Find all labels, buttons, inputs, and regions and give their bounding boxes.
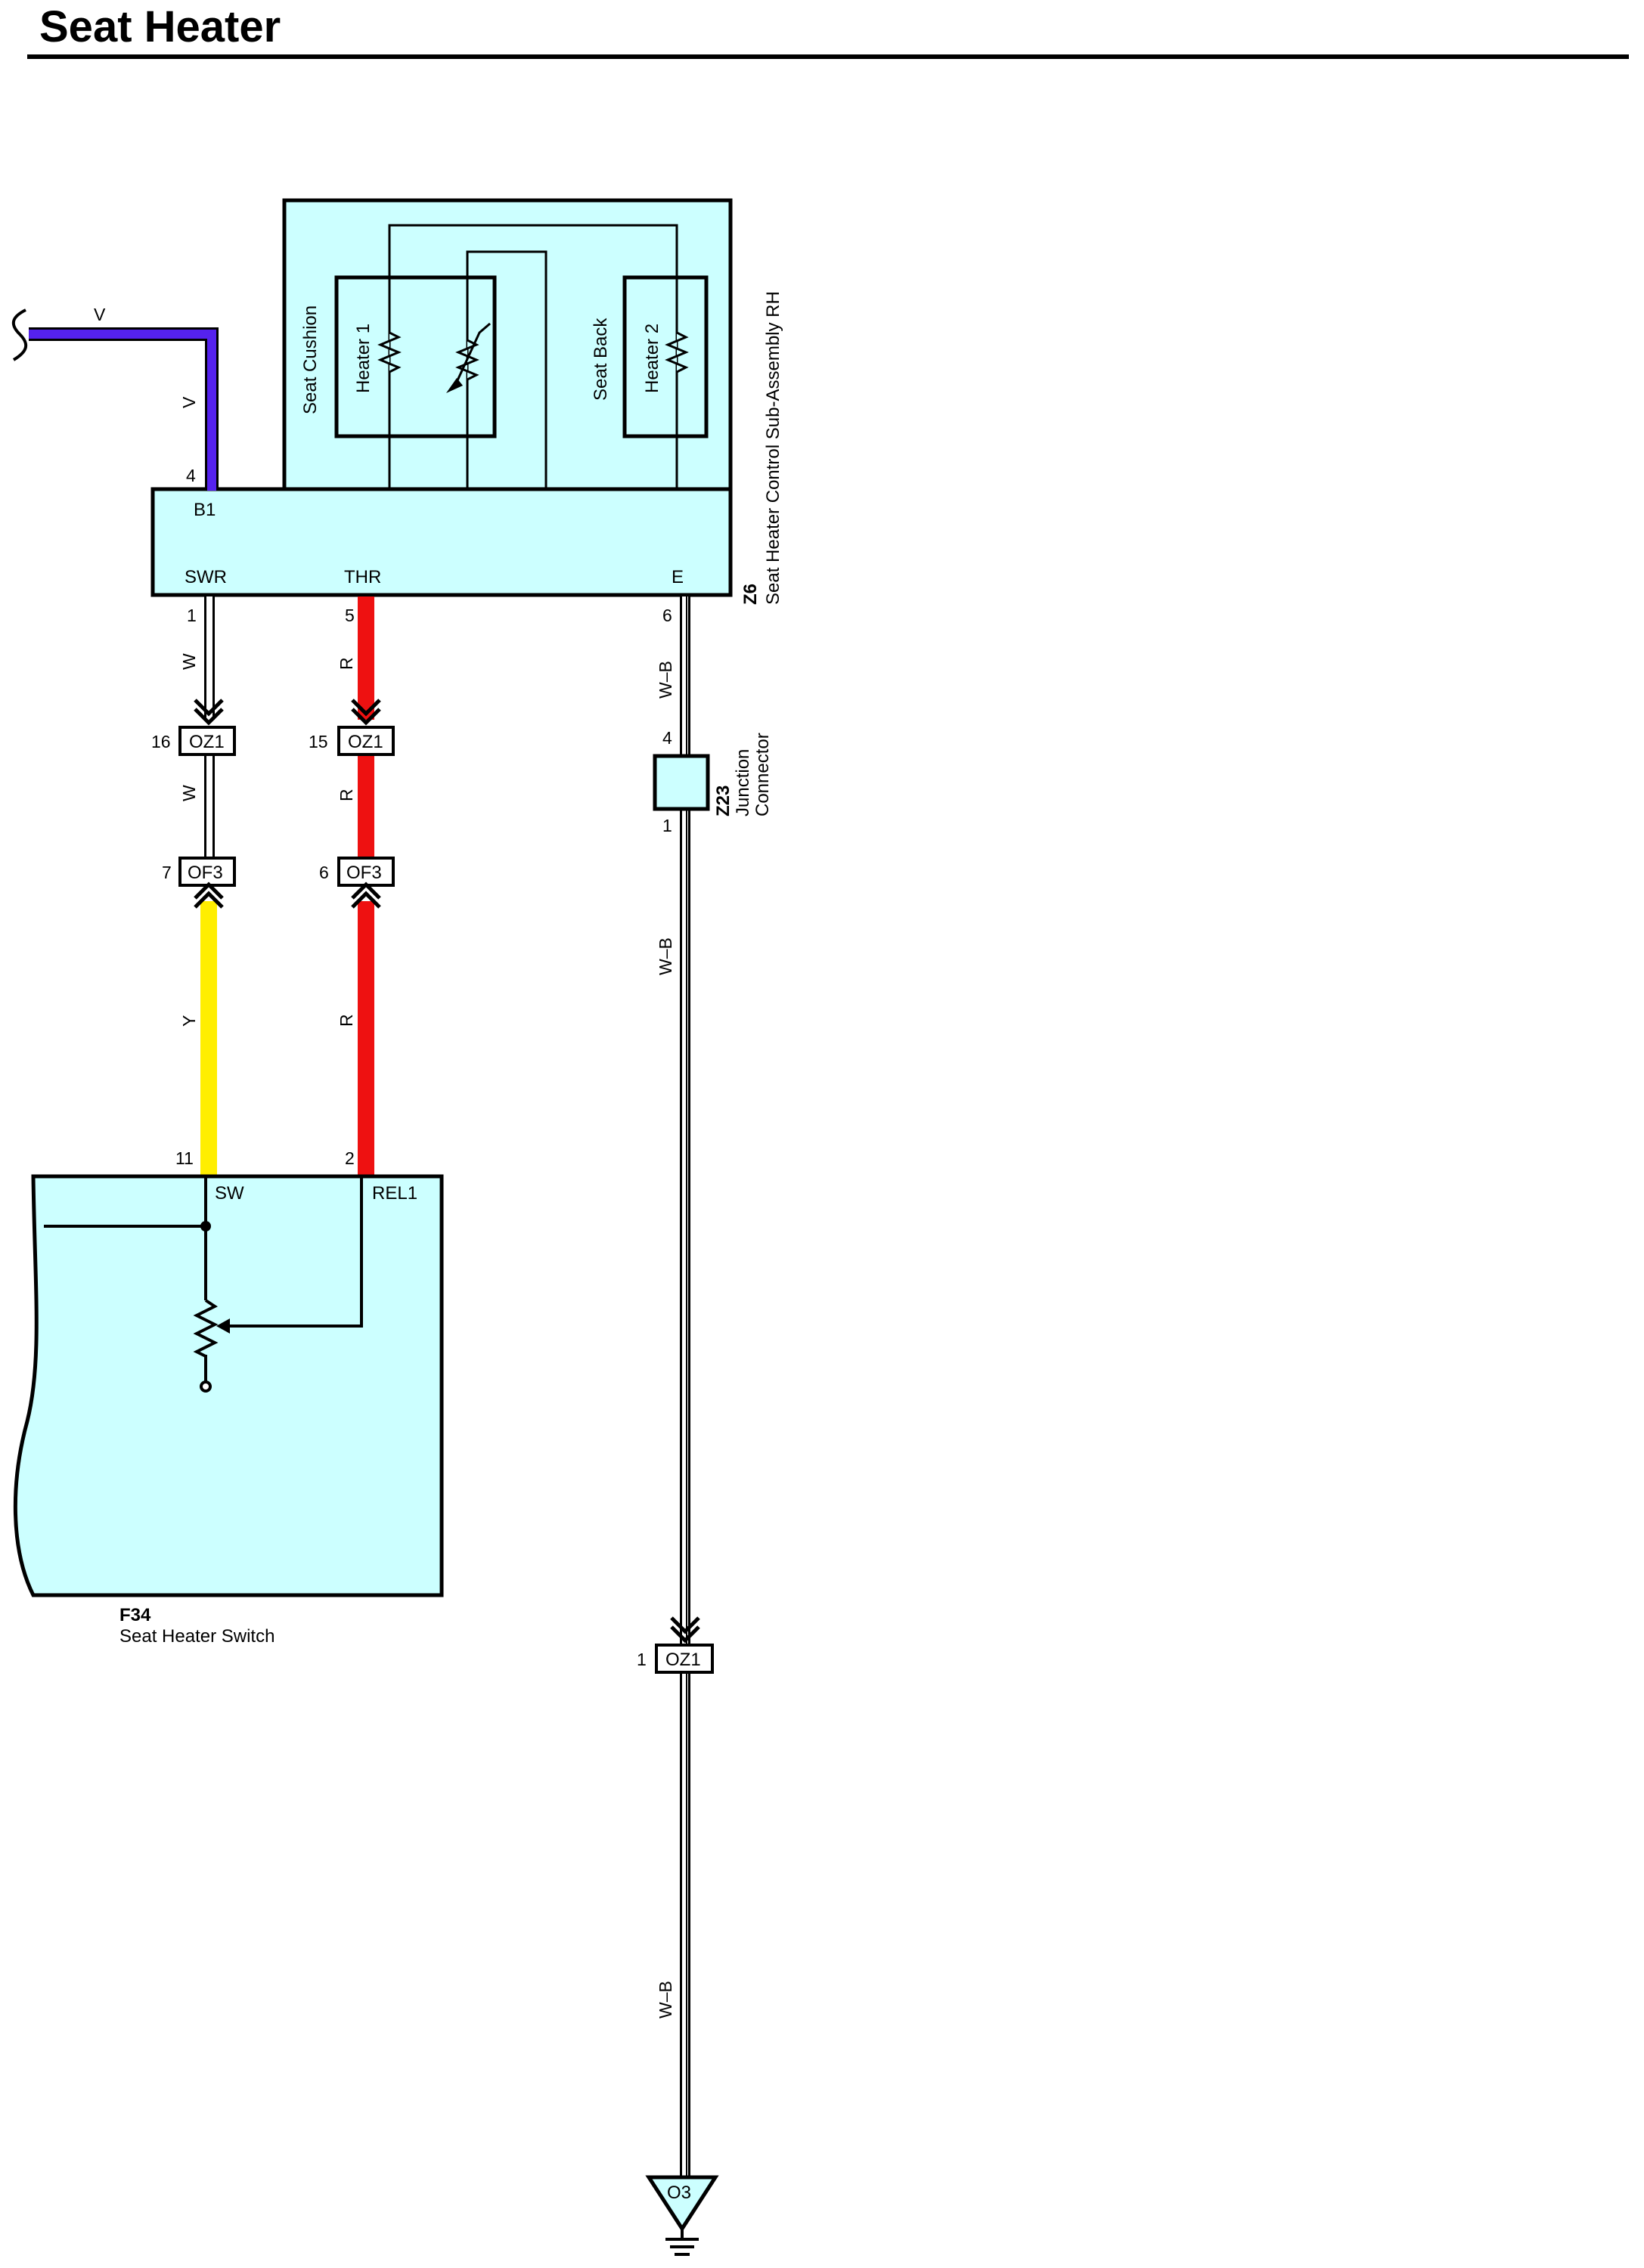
connector-oz1-1[interactable]: OZ1 1	[637, 1616, 714, 1674]
f34-name: Seat Heater Switch	[119, 1626, 275, 1647]
pin-b1: 4	[186, 466, 196, 485]
thermistor-icon	[446, 322, 491, 393]
connector-oz1-15-pin: 15	[309, 732, 328, 751]
ground-o3[interactable]: O3	[645, 2175, 719, 2256]
terminal-swr: SWR	[185, 567, 227, 587]
wire-v-vert-label: V	[179, 396, 199, 408]
connector-oz1-15[interactable]: OZ1 15	[309, 699, 395, 756]
z6-connector-body	[150, 487, 733, 597]
z6-heater-panel	[282, 198, 733, 491]
f34-terminal-sw: SW	[215, 1183, 244, 1204]
connector-oz1-16-label: OZ1	[189, 732, 225, 752]
terminal-b1: B1	[194, 500, 216, 520]
f34-seat-heater-switch[interactable]: 11 2 SW REL1 F34 Seat Heater Switch	[13, 1148, 444, 1647]
potentiometer-resistor-icon	[193, 1299, 219, 1358]
f34-internal-wiring	[44, 1176, 363, 1382]
wire-thr[interactable]: 5 R R R	[337, 596, 374, 1175]
heater2-resistor-icon	[665, 325, 689, 378]
z23-pin-bottom: 1	[662, 816, 672, 835]
terminal-thr: THR	[344, 567, 381, 587]
heater1-box	[334, 275, 497, 438]
z23-name-line2: Connector	[752, 733, 773, 816]
seat-cushion-label: Seat Cushion	[300, 305, 321, 414]
connector-of3-6-pin: 6	[319, 863, 329, 882]
f34-pin-sw: 11	[175, 1148, 194, 1168]
wire-break-icon	[11, 308, 28, 361]
page-title: Seat Heater	[39, 2, 281, 51]
pin-swr: 1	[187, 606, 197, 625]
z6-control-unit[interactable]: Seat Cushion Heater 1 Seat Back Heater 2…	[150, 198, 783, 605]
connector-of3-6-label: OF3	[346, 863, 382, 883]
z23-pin-top: 4	[662, 728, 672, 748]
wire-swr-upper-label: W	[179, 653, 199, 670]
connector-of3-6[interactable]: OF3 6	[319, 857, 395, 909]
z23-junction-connector[interactable]: 4 1 Z23 Junction Connector	[653, 728, 773, 835]
z23-code: Z23	[713, 785, 734, 816]
seat-back-label: Seat Back	[591, 318, 611, 401]
switch-contact-icon	[200, 1380, 212, 1393]
pin-e: 6	[662, 606, 672, 625]
connector-of3-7-label: OF3	[188, 863, 223, 883]
connector-oz1-1-pin: 1	[637, 1650, 647, 1669]
pin-thr: 5	[345, 606, 355, 625]
ground-o3-label: O3	[667, 2183, 691, 2203]
connector-of3-7-pin: 7	[162, 863, 172, 882]
connector-oz1-16[interactable]: OZ1 16	[151, 699, 236, 756]
f34-body	[13, 1174, 444, 1597]
heater1-resistor-icon	[377, 325, 402, 378]
z6-name: Seat Heater Control Sub-Assembly RH	[763, 291, 783, 605]
wire-swr-mid-label: W	[179, 785, 199, 801]
f34-code: F34	[119, 1605, 151, 1625]
wire-e-mid-label: W–B	[656, 937, 675, 975]
heater1-label: Heater 1	[353, 324, 374, 393]
connector-oz1-1-label: OZ1	[665, 1650, 701, 1670]
wire-swr[interactable]: 1 W W Y	[179, 596, 217, 1175]
connector-oz1-16-pin: 16	[151, 732, 171, 751]
connector-of3-7[interactable]: OF3 7	[162, 857, 236, 909]
wire-v[interactable]: V V 4	[11, 305, 219, 491]
connector-oz1-15-label: OZ1	[348, 732, 383, 752]
wire-thr-upper-label: R	[337, 657, 356, 670]
z6-code: Z6	[740, 584, 761, 605]
wire-thr-mid-label: R	[337, 789, 356, 801]
z23-name-line1: Junction	[733, 749, 753, 816]
wire-thr-lower-label: R	[337, 1014, 356, 1027]
heater2-label: Heater 2	[642, 324, 662, 393]
f34-terminal-rel1: REL1	[372, 1183, 417, 1204]
wire-v-top-label: V	[94, 305, 106, 324]
potentiometer-wiper-arrow-icon	[216, 1318, 230, 1334]
f34-pin-rel1: 2	[345, 1148, 355, 1168]
title-rule	[27, 54, 1629, 59]
ground-icon	[665, 2229, 699, 2256]
wire-swr-lower-label: Y	[179, 1015, 199, 1027]
heater2-box	[622, 275, 709, 438]
wire-e[interactable]: 6 W–B W–B W–B	[656, 596, 690, 2185]
terminal-e: E	[672, 567, 684, 587]
junction-dot	[200, 1221, 211, 1232]
wire-e-lower-label: W–B	[656, 1981, 675, 2019]
wire-e-upper-label: W–B	[656, 661, 675, 699]
